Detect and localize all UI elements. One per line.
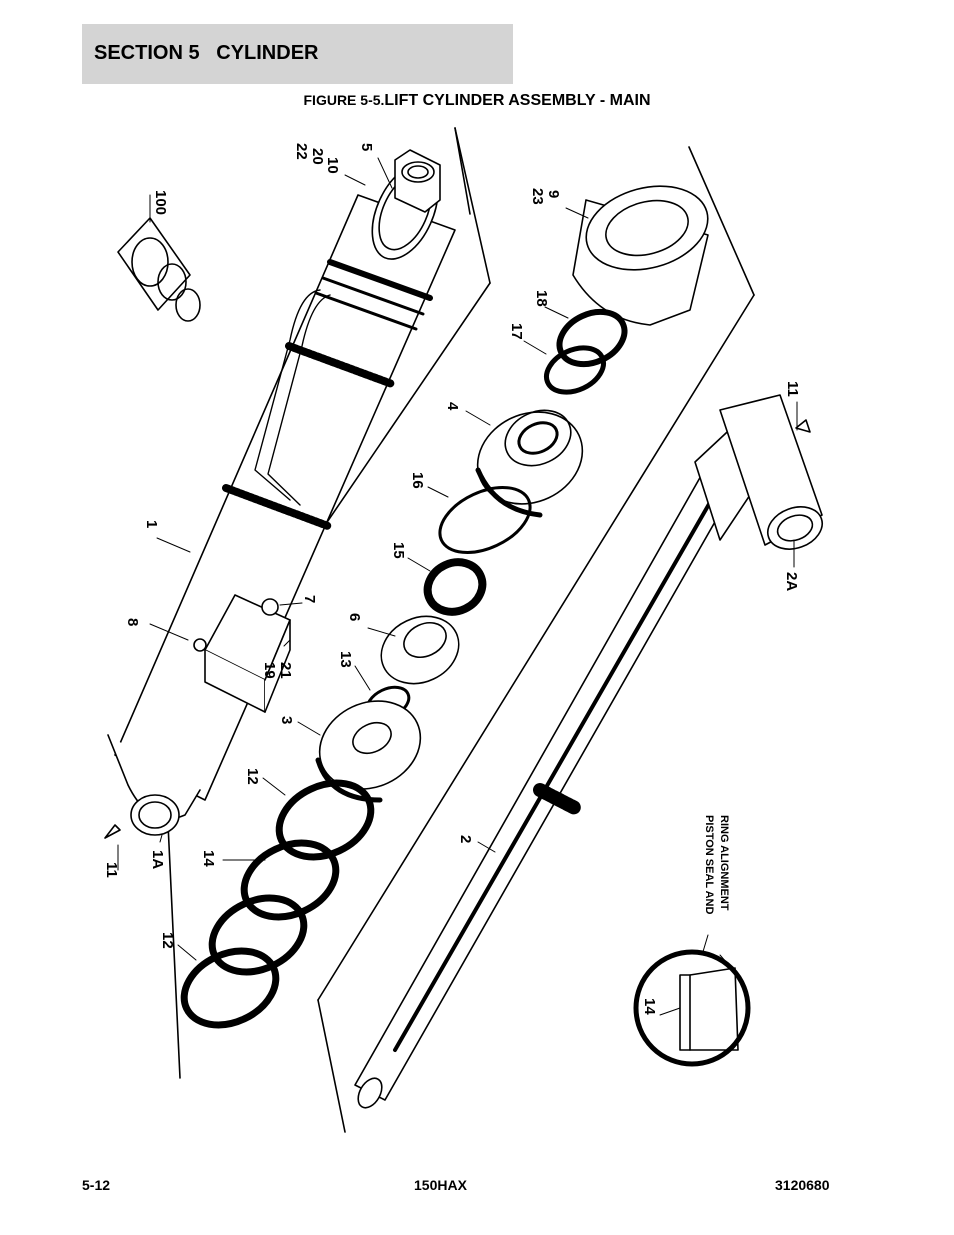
seal-rings-upper [544,308,628,395]
callout-3: 3 [278,716,295,724]
ring-15 [423,558,487,616]
spacer-6 [380,615,460,685]
callout-2: 2 [457,835,474,843]
seal-kit [117,217,201,322]
document-number: 3120680 [775,1177,830,1193]
section-header: SECTION 5 CYLINDER [82,24,513,84]
detail-inset [633,949,751,1067]
callout-21: 21 [277,662,294,679]
callout-4: 4 [444,402,461,411]
callout-1: 1 [143,520,160,528]
callout-12-lower: 12 [159,932,176,949]
detail-caption-line2: RING ALIGNMENT [718,815,730,911]
callout-1A: 1A [149,850,166,869]
callout-23: 23 [529,188,546,205]
callout-100: 100 [152,190,169,215]
callout-6: 6 [346,613,363,621]
seal-16 [438,486,532,554]
detail-caption-line1: PISTON SEAL AND [703,815,715,914]
callout-18: 18 [533,290,550,307]
callout-8: 8 [124,618,141,626]
grease-fitting-right [795,419,811,433]
callout-15: 15 [390,542,407,559]
piston-4 [475,409,584,518]
figure-name: LIFT CYLINDER ASSEMBLY - MAIN [384,92,651,109]
callout-22: 22 [293,143,310,160]
callout-16: 16 [409,472,426,489]
callout-9: 9 [545,190,562,198]
figure-number: FIGURE 5-5. [303,92,385,108]
callout-7: 7 [301,595,318,603]
callout-14-detail: 14 [641,998,658,1015]
page-number: 5-12 [82,1177,111,1193]
callout-20: 20 [309,148,326,165]
callout-19: 19 [261,662,278,679]
section-title: SECTION 5 CYLINDER [94,42,319,64]
grease-fitting-left [104,824,121,839]
rod-boundary [317,146,755,1133]
callout-5: 5 [358,143,375,151]
callout-labels: 100 22 20 10 5 23 9 18 17 4 11 1 16 15 8… [103,143,801,1015]
callout-11-right: 11 [784,381,801,397]
callout-11-left: 11 [103,862,120,878]
callout-10: 10 [324,157,341,174]
piston-rod [354,394,823,1109]
callout-2A: 2A [783,572,800,591]
valve-block [193,594,291,713]
cylinder-head [572,185,709,326]
leader-lines [117,157,798,1016]
port-fitting [394,149,441,213]
figure-title: FIGURE 5-5.LIFT CYLINDER ASSEMBLY - MAIN [0,92,954,110]
seal-rings-lower [180,779,375,1029]
callout-12-upper: 12 [244,768,261,785]
callout-14: 14 [200,850,217,867]
model-name: 150HAX [414,1177,467,1193]
callout-17: 17 [508,323,525,340]
callout-13: 13 [337,651,354,668]
